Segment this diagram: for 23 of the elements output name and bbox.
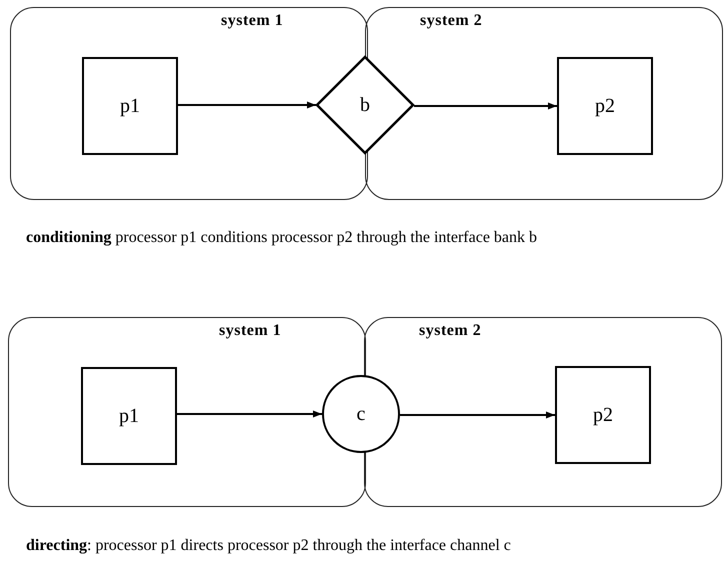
process-label: p1 xyxy=(119,404,139,428)
system-container xyxy=(8,317,366,507)
process-box xyxy=(555,366,651,464)
system-label: system 1 xyxy=(221,12,284,30)
process-label: p2 xyxy=(595,94,615,118)
process-box xyxy=(557,57,653,155)
caption-text: directing: processor p1 directs processor p2 through the interface channel c xyxy=(26,537,511,555)
arrow xyxy=(178,102,316,108)
arrow xyxy=(400,412,555,418)
caption-text: conditioning processor p1 conditions processor p2 through the interface bank b xyxy=(26,229,538,247)
system-container xyxy=(364,317,722,507)
arrow xyxy=(414,102,557,110)
system-label: system 2 xyxy=(420,12,482,30)
process-label: p1 xyxy=(120,94,140,118)
system-label: system 2 xyxy=(419,322,482,340)
system-label: system 1 xyxy=(219,322,282,340)
arrow xyxy=(177,410,322,418)
interface-label: c xyxy=(356,402,366,426)
process-box xyxy=(81,367,177,465)
interface-label: b xyxy=(360,94,370,116)
process-label: p2 xyxy=(593,404,613,426)
system-container xyxy=(10,7,368,200)
process-box xyxy=(82,57,178,155)
